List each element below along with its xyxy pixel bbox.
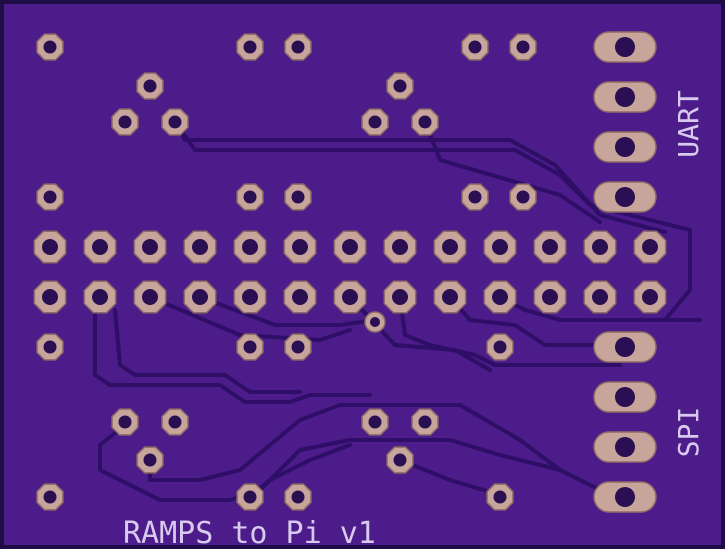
through-hole-pad-hole (418, 415, 432, 429)
uart-label: UART (672, 90, 705, 158)
header-pin-hole (592, 289, 608, 305)
through-hole-pad-hole (43, 190, 57, 204)
header-pin-hole (442, 239, 458, 255)
spi-pin-hole (615, 487, 635, 507)
through-hole-pad-hole (168, 415, 182, 429)
uart-pin-hole (615, 187, 635, 207)
through-hole-pad-hole (118, 115, 132, 129)
through-hole-pad-hole (143, 79, 157, 93)
header-pin-hole (342, 239, 358, 255)
uart-pin-hole (615, 87, 635, 107)
header-pin-hole (592, 239, 608, 255)
header-pin-hole (242, 239, 258, 255)
header-pin-hole (392, 289, 408, 305)
through-hole-pad-hole (291, 40, 305, 54)
header-pin-hole (392, 239, 408, 255)
header-pin-hole (292, 289, 308, 305)
header-pin-hole (192, 239, 208, 255)
header-pin-hole (342, 289, 358, 305)
header-pin-hole (642, 239, 658, 255)
header-pin-hole (492, 289, 508, 305)
through-hole-pad-hole (516, 190, 530, 204)
header-pin-hole (92, 239, 108, 255)
through-hole-pad-hole (493, 340, 507, 354)
spi-pin-hole (615, 337, 635, 357)
through-hole-pad-hole (393, 79, 407, 93)
through-hole-pad-hole (393, 453, 407, 467)
uart-pin-hole (615, 137, 635, 157)
through-hole-pad-hole (243, 490, 257, 504)
header-pads (33, 230, 667, 314)
through-hole-pad-hole (43, 490, 57, 504)
through-hole-pad-hole (291, 490, 305, 504)
header-pin-hole (542, 289, 558, 305)
connector-pads (593, 31, 657, 513)
header-pin-hole (292, 239, 308, 255)
via-hole (370, 317, 380, 327)
through-hole-pad-hole (493, 490, 507, 504)
header-pin-hole (142, 239, 158, 255)
through-hole-pad-hole (143, 453, 157, 467)
header-pin-hole (42, 289, 58, 305)
through-hole-pad-hole (43, 340, 57, 354)
through-hole-pad-hole (368, 415, 382, 429)
through-hole-pad-hole (243, 40, 257, 54)
uart-pin-hole (615, 37, 635, 57)
header-pin-hole (442, 289, 458, 305)
header-pin-hole (42, 239, 58, 255)
component-pads (36, 33, 537, 511)
header-pin-hole (642, 289, 658, 305)
header-pin-hole (242, 289, 258, 305)
through-hole-pad-hole (418, 115, 432, 129)
through-hole-pad-hole (291, 190, 305, 204)
through-hole-pad-hole (516, 40, 530, 54)
header-pin-hole (542, 239, 558, 255)
through-hole-pad-hole (118, 415, 132, 429)
through-hole-pad-hole (368, 115, 382, 129)
spi-label: SPI (672, 407, 705, 458)
header-pin-hole (142, 289, 158, 305)
through-hole-pad-hole (243, 340, 257, 354)
spi-pin-hole (615, 387, 635, 407)
through-hole-pad-hole (468, 190, 482, 204)
through-hole-pad-hole (243, 190, 257, 204)
through-hole-pad-hole (468, 40, 482, 54)
header-pin-hole (92, 289, 108, 305)
through-hole-pad-hole (291, 340, 305, 354)
header-pin-hole (492, 239, 508, 255)
board-title: RAMPS to Pi v1 (123, 516, 376, 549)
spi-pin-hole (615, 437, 635, 457)
header-pin-hole (192, 289, 208, 305)
through-hole-pad-hole (168, 115, 182, 129)
through-hole-pad-hole (43, 40, 57, 54)
